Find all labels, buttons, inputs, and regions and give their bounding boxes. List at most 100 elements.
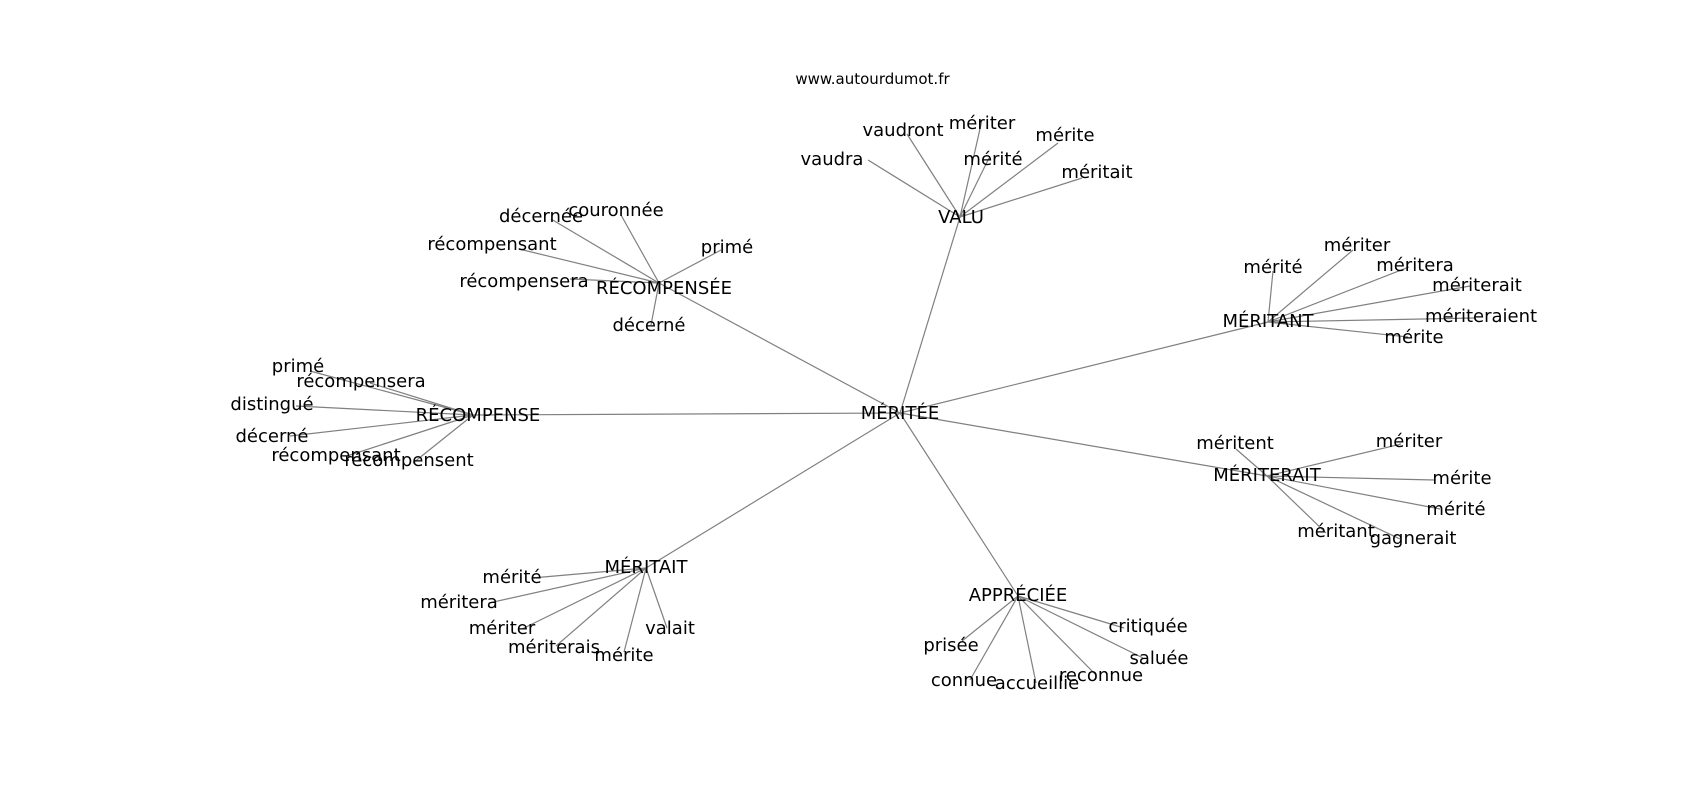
leaf-word-node[interactable]: méritera [1376,255,1454,276]
leaf-word-node[interactable]: récompensera [459,271,588,292]
edge-hub-to-leaf [309,370,474,416]
leaf-word-node[interactable]: primé [701,237,753,258]
edge-hub-to-leaf [550,218,660,284]
leaf-word-node[interactable]: décernée [499,206,583,227]
edge-hub-to-leaf [620,214,660,284]
leaf-word-node[interactable]: mériter [1324,235,1391,256]
leaf-word-node[interactable]: saluée [1130,648,1189,669]
leaf-word-node[interactable]: reconnue [1059,665,1143,686]
leaf-word-node[interactable]: mérité [1243,257,1302,278]
hub-word-node[interactable]: MÉRITANT [1222,310,1314,332]
edge-hub-to-leaf [959,177,1083,218]
leaf-word-node[interactable]: gagnerait [1370,528,1457,549]
leaf-word-node[interactable]: vaudra [801,149,864,170]
edge-hub-to-leaf [959,157,990,218]
leaf-word-node[interactable]: critiquée [1108,616,1187,637]
leaf-word-node[interactable]: récompensant [427,234,556,255]
edge-hub-to-leaf [1266,475,1401,540]
edge-hub-to-leaf [1266,475,1327,534]
edge-center-to-hub [472,412,901,416]
edge-hub-to-leaf [346,414,474,457]
graph-edges [289,119,1476,684]
hub-word-node[interactable]: APPRÉCIÉE [969,584,1068,606]
edge-center-to-hub [645,412,901,569]
edge-hub-to-leaf [555,567,647,647]
hub-word-node[interactable]: MÉRITERAIT [1213,464,1321,486]
leaf-word-node[interactable]: mérité [963,149,1022,170]
leaf-word-node[interactable]: récompensant [271,445,400,466]
leaf-word-node[interactable]: mérite [594,645,653,666]
leaf-word-node[interactable]: méritent [1196,433,1274,454]
leaf-word-node[interactable]: vaudront [863,120,944,141]
edge-hub-to-leaf [1017,595,1125,629]
edge-center-to-hub [899,412,1019,597]
edge-hub-to-leaf [289,414,474,437]
edge-center-to-hub [658,282,901,414]
leaf-word-node[interactable]: mériterais [508,637,600,658]
edge-center-to-hub [899,216,961,414]
edge-hub-to-leaf [1267,321,1409,338]
edge-hub-to-leaf [1267,249,1354,323]
leaf-word-node[interactable]: mériter [469,618,536,639]
leaf-word-node[interactable]: mérite [1035,125,1094,146]
leaf-word-node[interactable]: prisée [923,635,978,656]
edge-hub-to-leaf [1235,448,1268,477]
edge-hub-to-leaf [412,414,474,464]
leaf-word-node[interactable]: mérite [1432,468,1491,489]
leaf-word-node[interactable]: mériteraient [1425,306,1537,327]
leaf-word-node[interactable]: couronnée [568,200,663,221]
source-watermark: www.autourdumot.fr [795,70,950,88]
edge-hub-to-leaf [1017,595,1037,684]
edge-hub-to-leaf [1017,595,1144,659]
edge-hub-to-leaf [961,595,1019,642]
edge-hub-to-leaf [521,567,647,630]
leaf-word-node[interactable]: méritant [1297,521,1375,542]
leaf-word-node[interactable]: décerné [235,426,308,447]
edge-hub-to-leaf [1267,285,1471,323]
edge-hub-to-leaf [295,405,474,416]
leaf-word-node[interactable]: connue [931,670,997,691]
edge-hub-to-leaf [531,567,647,579]
leaf-word-node[interactable]: distingué [230,394,313,415]
edge-hub-to-leaf [906,133,961,218]
leaf-word-node[interactable]: récompensent [344,450,473,471]
edge-hub-to-leaf [867,159,961,218]
leaf-word-node[interactable]: mérité [1426,499,1485,520]
edge-center-to-hub [899,412,1268,477]
leaf-word-node[interactable]: mérité [482,567,541,588]
edge-hub-to-leaf [1266,443,1402,477]
hub-word-node[interactable]: RÉCOMPENSÉE [596,277,732,299]
edge-hub-to-leaf [369,382,474,416]
hub-word-node[interactable]: VALU [938,207,984,228]
hub-word-node[interactable]: RÉCOMPENSE [416,404,541,426]
edge-hub-to-leaf [518,248,660,284]
edge-hub-to-leaf [959,119,983,218]
leaf-word-node[interactable]: récompensera [296,371,425,392]
edge-hub-to-leaf [645,567,668,629]
hub-word-node[interactable]: MÉRITAIT [605,556,689,578]
leaf-word-node[interactable]: primé [272,356,324,377]
leaf-word-node[interactable]: mériter [1376,431,1443,452]
edge-hub-to-leaf [1267,270,1274,323]
leaf-word-node[interactable]: méritera [420,592,498,613]
leaf-word-node[interactable]: mériterait [1432,275,1522,296]
edge-hub-to-leaf [1017,595,1097,676]
edge-hub-to-leaf [1267,317,1476,323]
edge-hub-to-leaf [650,282,660,326]
center-word-node[interactable]: MÉRITÉE [861,402,939,424]
edge-hub-to-leaf [959,142,1059,218]
edge-hub-to-leaf [1267,266,1410,323]
leaf-word-node[interactable]: accueillie [995,673,1079,694]
edge-hub-to-leaf [1266,475,1435,481]
leaf-word-node[interactable]: méritait [1061,162,1132,183]
edge-center-to-hub [899,321,1269,414]
leaf-word-node[interactable]: valait [645,618,695,639]
leaf-word-node[interactable]: mérite [1384,327,1443,348]
leaf-word-node[interactable]: décerné [612,315,685,336]
edge-hub-to-leaf [658,249,722,284]
edge-hub-to-leaf [569,278,660,284]
edge-hub-to-leaf [488,567,647,604]
leaf-word-node[interactable]: mériter [949,113,1016,134]
